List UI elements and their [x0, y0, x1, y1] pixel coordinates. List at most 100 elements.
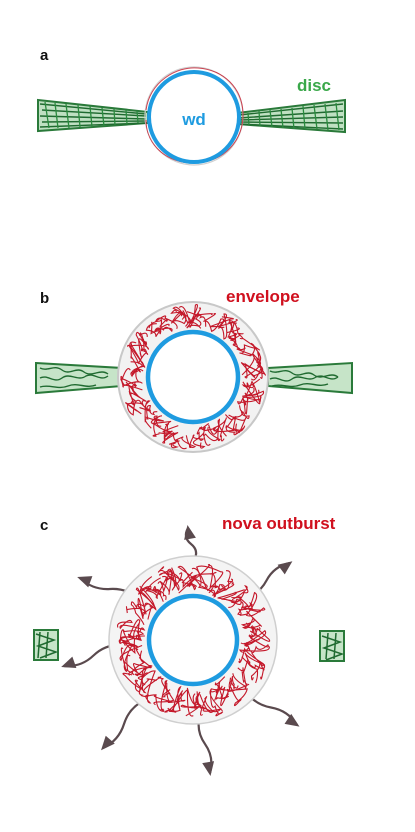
white-dwarf-c	[146, 593, 240, 687]
envelope-scribble-stroke	[249, 625, 271, 642]
envelope-scribble-stroke	[236, 342, 261, 356]
white-dwarf-a	[147, 70, 241, 164]
disc-left-a	[37, 98, 149, 133]
ejecta-arrow-head	[277, 561, 293, 575]
ejecta-arrows	[61, 525, 300, 776]
envelope-scribble-stroke	[252, 351, 262, 368]
envelope-scribble-stroke	[130, 601, 146, 626]
envelope-scribble-stroke	[212, 570, 235, 597]
envelope-scribble-stroke	[189, 567, 217, 589]
disc-right-a	[236, 98, 346, 134]
envelope-scribble-stroke	[200, 564, 216, 598]
envelope-scribble-stroke	[153, 682, 175, 712]
envelope-scribble-stroke	[158, 423, 179, 444]
envelope-scribble-stroke	[195, 691, 222, 713]
envelope-scribble-stroke	[239, 337, 260, 357]
envelope-scribble-stroke	[125, 650, 145, 676]
ejecta-arrow-head	[77, 576, 93, 588]
envelope-scribble-stroke	[240, 617, 255, 629]
envelope-scribble-stroke	[228, 320, 244, 346]
envelope-scribble-stroke	[225, 416, 245, 436]
disc-right-c	[319, 630, 345, 662]
envelope-scribble-stroke	[217, 313, 238, 340]
envelope-scribble-stroke	[119, 629, 145, 644]
envelope-scribble-stroke	[199, 694, 214, 716]
envelope-scribble-stroke	[188, 426, 205, 448]
envelope-scribble-stroke	[139, 576, 167, 601]
envelope-scribble-stroke	[202, 424, 220, 435]
envelope-scribble-stroke	[127, 619, 141, 640]
envelope-scribble-stroke	[241, 602, 261, 613]
envelope-scribble-stroke	[152, 415, 162, 437]
envelope-scribble-stroke	[119, 644, 143, 673]
envelope-scribble-stroke	[231, 585, 249, 604]
envelope-scribble-stroke	[123, 657, 152, 677]
envelope-scribble-stroke	[170, 309, 184, 322]
envelope-label: envelope	[226, 287, 300, 306]
envelope-scribble-stroke	[186, 564, 211, 588]
envelope-scribble-stroke	[242, 380, 261, 405]
envelope-scribble-stroke	[195, 313, 214, 327]
white-dwarf-b	[145, 329, 241, 425]
envelope-scribble-stroke	[174, 435, 197, 450]
envelope-scribble-stroke	[240, 629, 267, 647]
panel-c-letter: c	[40, 517, 48, 534]
envelope-scribble-stroke	[145, 415, 164, 425]
envelope-scribble-stroke	[164, 685, 182, 713]
envelope-scribble-stroke	[236, 396, 249, 415]
envelope-scribble-stroke	[241, 652, 266, 670]
envelope-scribble-stroke	[153, 323, 173, 333]
envelope-scribble-stroke	[130, 368, 144, 378]
outburst-label: nova outburst	[222, 514, 336, 533]
envelope-scribble-stroke	[241, 659, 259, 684]
envelope-scribble-stroke	[232, 405, 250, 420]
envelope-scribble-stroke	[178, 572, 197, 594]
envelope-scribble-stroke	[137, 670, 156, 704]
ejecta-arrow-head	[184, 525, 196, 540]
envelope-scribble-stroke	[138, 585, 155, 609]
envelope-scribble-stroke	[212, 578, 234, 596]
panel-a-letter: a	[40, 47, 49, 64]
envelope-scribble-stroke	[180, 695, 202, 717]
envelope-scribble-stroke	[238, 647, 265, 667]
envelope-scribble-stroke	[207, 418, 227, 442]
envelope-scribble-stroke	[172, 306, 191, 327]
envelope-scribble-stroke	[238, 642, 270, 653]
envelope-scribble-stroke	[154, 315, 178, 330]
envelope-scribble-stroke	[244, 389, 265, 399]
envelope-scribble-stroke	[232, 667, 248, 690]
panel-b-letter: b	[40, 290, 49, 307]
ejecta-arrow-head	[101, 735, 115, 751]
envelope-scribble-stroke	[125, 381, 139, 397]
thin-shell-a	[145, 67, 244, 164]
envelope-scribble-stroke	[217, 589, 245, 608]
disc-right-b	[267, 361, 353, 395]
envelope-scribble-stroke	[189, 304, 202, 329]
envelope-scribble-stroke	[186, 687, 201, 709]
envelope-scribble-stroke	[210, 685, 223, 701]
envelope-scribble-stroke	[203, 312, 225, 333]
ejecta-arrow-head	[61, 656, 77, 668]
panel-a: a wd disc	[37, 47, 346, 166]
envelope-scribble-stroke	[169, 432, 180, 449]
envelope-scribble-stroke	[215, 681, 230, 700]
envelope-scribble-stroke	[192, 432, 211, 449]
disc-left-c	[33, 629, 59, 661]
envelope-scribble-stroke	[209, 688, 224, 717]
envelope-scribble-stroke	[244, 359, 264, 379]
disc-left-b	[35, 361, 123, 395]
envelope-scribble-stroke	[250, 661, 265, 681]
envelope-scribble-stroke	[135, 587, 157, 615]
envelope-scribble-stroke	[230, 675, 239, 689]
disc-label: disc	[297, 76, 331, 95]
ejecta-arrow-head	[202, 761, 215, 776]
envelope-scribble-b	[120, 304, 266, 450]
envelope-scribble-stroke	[218, 686, 248, 707]
panel-c: c nova outburst	[33, 514, 345, 776]
envelope-scribble-stroke	[243, 591, 266, 617]
envelope-scribble-stroke	[138, 678, 157, 698]
envelope-scribble-stroke	[117, 619, 146, 633]
envelope-scribble-stroke	[199, 422, 219, 442]
envelope-scribble-stroke	[248, 624, 257, 639]
